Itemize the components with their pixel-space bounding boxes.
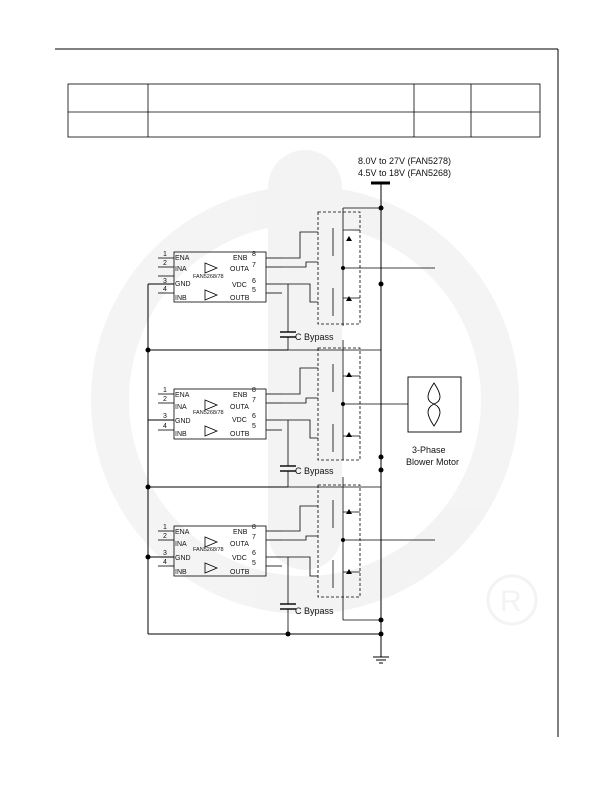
svg-text:2: 2 [163, 396, 167, 403]
svg-text:GND: GND [175, 418, 191, 425]
driver-block-2: 1 2 3 4 ENA INA GND INB 8 7 6 5 ENB OUTA… [158, 387, 282, 440]
svg-text:1: 1 [163, 387, 167, 394]
cap-label-2: C Bypass [295, 466, 334, 476]
svg-text:VDC: VDC [232, 417, 247, 424]
svg-text:ENB: ENB [233, 529, 248, 536]
svg-text:INB: INB [175, 431, 187, 438]
svg-text:INB: INB [175, 295, 187, 302]
svg-text:VDC: VDC [232, 555, 247, 562]
driver-block-1: 1 2 3 4 ENA INA GND INB 8 7 6 5 ENB OUTA… [158, 251, 282, 303]
svg-text:3: 3 [163, 413, 167, 420]
svg-text:ENA: ENA [175, 529, 190, 536]
svg-text:5: 5 [252, 423, 256, 430]
svg-text:7: 7 [252, 397, 256, 404]
svg-text:4: 4 [163, 423, 167, 430]
svg-text:7: 7 [252, 534, 256, 541]
svg-text:GND: GND [175, 555, 191, 562]
svg-text:ENB: ENB [233, 255, 248, 262]
svg-text:INA: INA [175, 541, 187, 548]
svg-text:ENA: ENA [175, 255, 190, 262]
mosfet-diodes [341, 236, 352, 574]
svg-text:4: 4 [163, 286, 167, 293]
svg-text:2: 2 [163, 533, 167, 540]
svg-text:6: 6 [252, 550, 256, 557]
motor-label-2: Blower Motor [406, 457, 459, 467]
svg-text:INB: INB [175, 569, 187, 576]
svg-text:OUTB: OUTB [230, 569, 250, 576]
cap-label-3: C Bypass [295, 606, 334, 616]
svg-text:2: 2 [163, 260, 167, 267]
svg-text:ENA: ENA [175, 392, 190, 399]
svg-text:FAN5268/78: FAN5268/78 [193, 274, 224, 280]
svg-text:7: 7 [252, 262, 256, 269]
motor-label-1: 3-Phase [412, 445, 446, 455]
svg-text:VDC: VDC [232, 282, 247, 289]
svg-text:FAN5268/78: FAN5268/78 [193, 410, 224, 416]
svg-text:OUTA: OUTA [230, 404, 249, 411]
page-frame [55, 48, 559, 737]
svg-text:GND: GND [175, 281, 191, 288]
svg-text:OUTB: OUTB [230, 431, 250, 438]
bypass-capacitors [280, 284, 381, 634]
svg-text:3: 3 [163, 278, 167, 285]
svg-text:OUTA: OUTA [230, 541, 249, 548]
svg-text:ENB: ENB [233, 392, 248, 399]
header-table [67, 83, 541, 138]
svg-text:FAN5268/78: FAN5268/78 [193, 547, 224, 553]
supply-voltage-label-1: 8.0V to 27V (FAN5278) [358, 156, 451, 166]
svg-text:5: 5 [252, 560, 256, 567]
svg-text:INA: INA [175, 266, 187, 273]
svg-text:5: 5 [252, 287, 256, 294]
svg-text:1: 1 [163, 524, 167, 531]
junction-dots [145, 205, 384, 637]
svg-text:INA: INA [175, 404, 187, 411]
driver-block-3: 1 2 3 4 ENA INA GND INB 8 7 6 5 ENB OUTA… [158, 524, 282, 577]
svg-text:3: 3 [163, 550, 167, 557]
svg-text:8: 8 [252, 251, 256, 258]
watermark-logo: R [91, 150, 538, 626]
power-rails [147, 183, 389, 664]
svg-text:8: 8 [252, 524, 256, 531]
cap-label-1: C Bypass [295, 332, 334, 342]
svg-text:8: 8 [252, 387, 256, 394]
svg-text:4: 4 [163, 559, 167, 566]
svg-text:OUTA: OUTA [230, 266, 249, 273]
svg-text:6: 6 [252, 278, 256, 285]
supply-voltage-label-2: 4.5V to 18V (FAN5268) [358, 168, 451, 178]
blower-motor [407, 376, 462, 433]
svg-text:6: 6 [252, 413, 256, 420]
svg-text:R: R [500, 585, 522, 618]
mosfet-bridges [282, 207, 435, 621]
svg-text:1: 1 [163, 251, 167, 258]
svg-text:OUTB: OUTB [230, 295, 250, 302]
